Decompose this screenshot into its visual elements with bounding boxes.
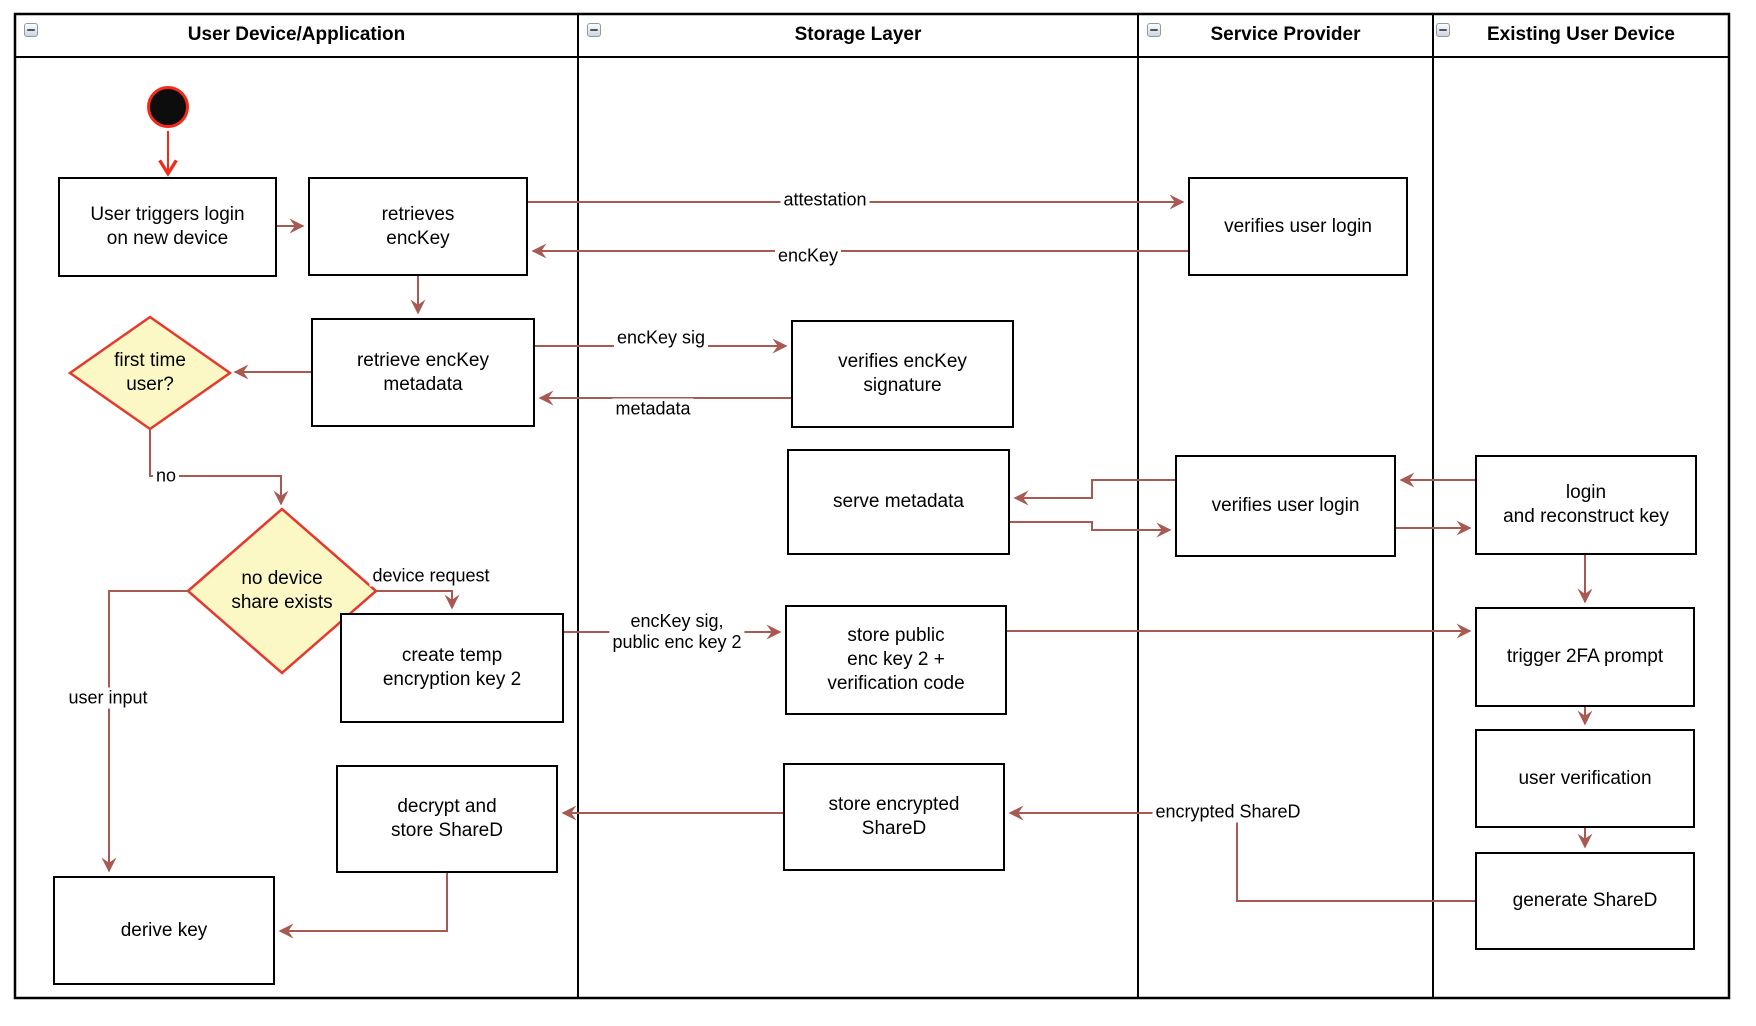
edge-label-encrypted-shared: encrypted ShareD	[1152, 801, 1304, 823]
derive-key-node[interactable]: derive key	[53, 876, 275, 985]
verifies-enckey-signature-node[interactable]: verifies encKey signature	[791, 320, 1014, 428]
edge-user-input[interactable]	[101, 590, 188, 873]
verifies-user-login-node[interactable]: verifies user login	[1175, 455, 1396, 557]
lane-title-storage-layer[interactable]: Storage Layer	[794, 24, 922, 45]
no-device-share-decision[interactable]: no device share exists	[231, 568, 333, 613]
verifies-user-login-top-node[interactable]: verifies user login	[1188, 177, 1408, 276]
edge-decrypt-to-derive-key[interactable]	[278, 873, 448, 939]
edge-encrypted-shared[interactable]	[1008, 805, 1475, 902]
edge-vul2-to-serve-metadata[interactable]	[1013, 479, 1175, 506]
edge-label-attestation: attestation	[780, 189, 870, 211]
edge-no-branch[interactable]	[149, 429, 289, 506]
user-verification-node[interactable]: user verification	[1475, 729, 1695, 828]
lane-title-user-device[interactable]: User Device/Application	[187, 24, 406, 45]
edge-label-device-request: device request	[369, 565, 493, 587]
generate-shared-node[interactable]: generate ShareD	[1475, 852, 1695, 950]
store-public-enc-key-node[interactable]: store public enc key 2 + verification co…	[785, 605, 1007, 715]
retrieves-enckey-node[interactable]: retrieves encKey	[308, 177, 528, 276]
edge-label-enckey: encKey	[774, 245, 842, 267]
lane-title-service-provider[interactable]: Service Provider	[1210, 24, 1361, 45]
first-time-user-decision-shape[interactable]	[67, 315, 233, 431]
collapse-lane-icon[interactable]	[24, 23, 38, 37]
user-triggers-login-node[interactable]: User triggers login on new device	[58, 177, 277, 277]
trigger-2fa-node[interactable]: trigger 2FA prompt	[1475, 607, 1695, 707]
start-node[interactable]	[147, 86, 189, 128]
edge-label-metadata: metadata	[612, 398, 694, 420]
edge-label-no: no	[152, 465, 180, 487]
edge-label-enckey-sig-public: encKey sig, public enc key 2	[609, 611, 745, 653]
retrieve-enckey-metadata-node[interactable]: retrieve encKey metadata	[311, 318, 535, 427]
lane-title-existing-user-device[interactable]: Existing User Device	[1487, 24, 1675, 45]
create-temp-key-node[interactable]: create temp encryption key 2	[340, 613, 564, 723]
store-encrypted-shared-node[interactable]: store encrypted ShareD	[783, 763, 1005, 871]
decrypt-store-shared-node[interactable]: decrypt and store ShareD	[336, 765, 558, 873]
edge-device-request[interactable]	[376, 590, 460, 610]
login-reconstruct-key-node[interactable]: login and reconstruct key	[1475, 455, 1697, 555]
collapse-lane-icon[interactable]	[1147, 23, 1161, 37]
diagram-border	[13, 12, 1731, 1000]
edge-label-user-input: user input	[65, 687, 151, 709]
serve-metadata-node[interactable]: serve metadata	[787, 449, 1010, 555]
first-time-user-decision[interactable]: first time user?	[114, 350, 186, 395]
collapse-lane-icon[interactable]	[1436, 23, 1450, 37]
edge-serve-metadata-to-vul2[interactable]	[1010, 521, 1172, 538]
collapse-lane-icon[interactable]	[587, 23, 601, 37]
edge-label-enckey-sig: encKey sig	[613, 327, 709, 349]
